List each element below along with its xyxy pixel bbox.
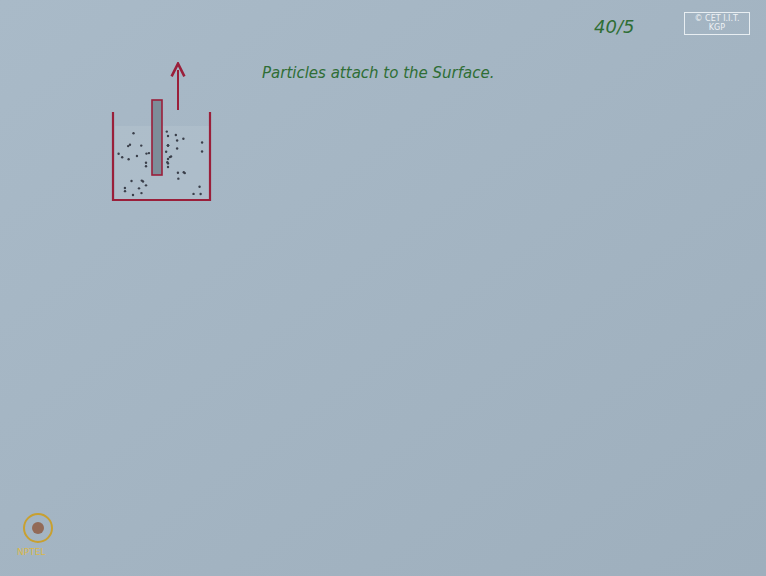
particle — [177, 171, 179, 173]
particle — [198, 186, 200, 188]
particle — [141, 179, 143, 181]
note-text: Particles attach to the Surface. — [262, 64, 494, 82]
particle — [167, 135, 169, 137]
particle — [177, 177, 179, 179]
plate — [152, 100, 162, 175]
particle — [199, 193, 201, 195]
particle — [124, 190, 126, 192]
particle — [176, 139, 178, 141]
particle — [130, 180, 132, 182]
particle — [183, 171, 185, 173]
particle — [132, 194, 134, 196]
particle — [170, 155, 172, 157]
particle — [117, 153, 119, 155]
logo-box: © CET I.I.T. KGP — [684, 12, 750, 35]
particle — [145, 165, 147, 167]
particle — [140, 192, 142, 194]
particle — [145, 152, 147, 154]
particle — [167, 166, 169, 168]
particle — [148, 152, 150, 154]
particle — [182, 138, 184, 140]
particle — [121, 156, 123, 158]
particle — [129, 144, 131, 146]
logo-text: NPTEL — [17, 547, 45, 557]
particle — [192, 193, 194, 195]
particle — [132, 132, 134, 134]
particle — [145, 184, 147, 186]
nptel-logo-core — [32, 522, 44, 534]
particle — [167, 144, 169, 146]
particle — [201, 141, 203, 143]
particle — [167, 158, 169, 160]
logo-caption: © CET I.I.T. KGP — [689, 14, 745, 32]
particle — [166, 130, 168, 132]
particle — [140, 144, 142, 146]
page-number: 40/5 — [594, 16, 634, 37]
particle — [138, 187, 140, 189]
particle — [136, 155, 138, 157]
nptel-logo — [24, 514, 52, 542]
particle — [201, 150, 203, 152]
particle — [167, 144, 169, 146]
particle — [176, 147, 178, 149]
particle — [145, 162, 147, 164]
withdraw-arrow — [177, 70, 179, 110]
particle — [167, 144, 169, 146]
particle — [127, 158, 129, 160]
particle — [165, 151, 167, 153]
particle — [124, 187, 126, 189]
particle — [175, 134, 177, 136]
particle — [166, 161, 168, 163]
